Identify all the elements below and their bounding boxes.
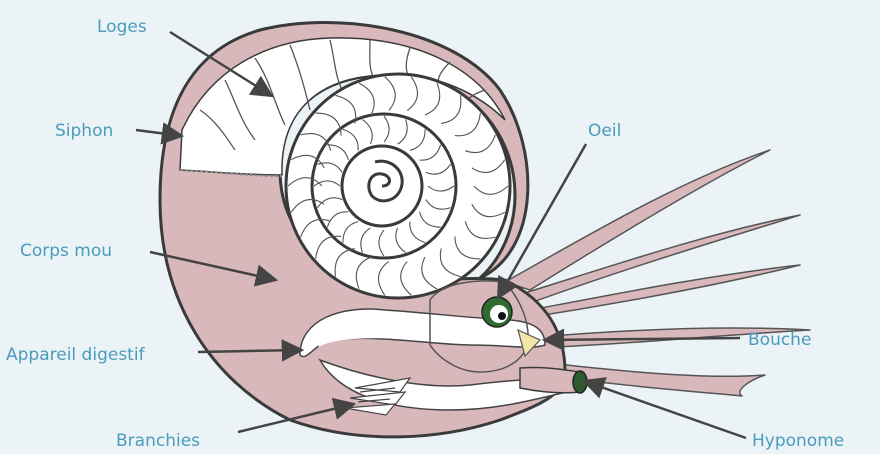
label-oeil: Oeil — [588, 121, 621, 141]
label-bouche: Bouche — [748, 330, 811, 350]
label-loges: Loges — [97, 17, 147, 37]
label-corps-mou: Corps mou — [20, 241, 112, 261]
hyponome-funnel — [520, 367, 587, 393]
eye-icon — [482, 297, 512, 327]
label-siphon: Siphon — [55, 121, 113, 141]
label-appareil-digestif: Appareil digestif — [6, 345, 146, 365]
label-branchies: Branchies — [116, 431, 200, 451]
shell-spiral — [286, 74, 510, 298]
label-hyponome: Hyponome — [752, 431, 844, 451]
